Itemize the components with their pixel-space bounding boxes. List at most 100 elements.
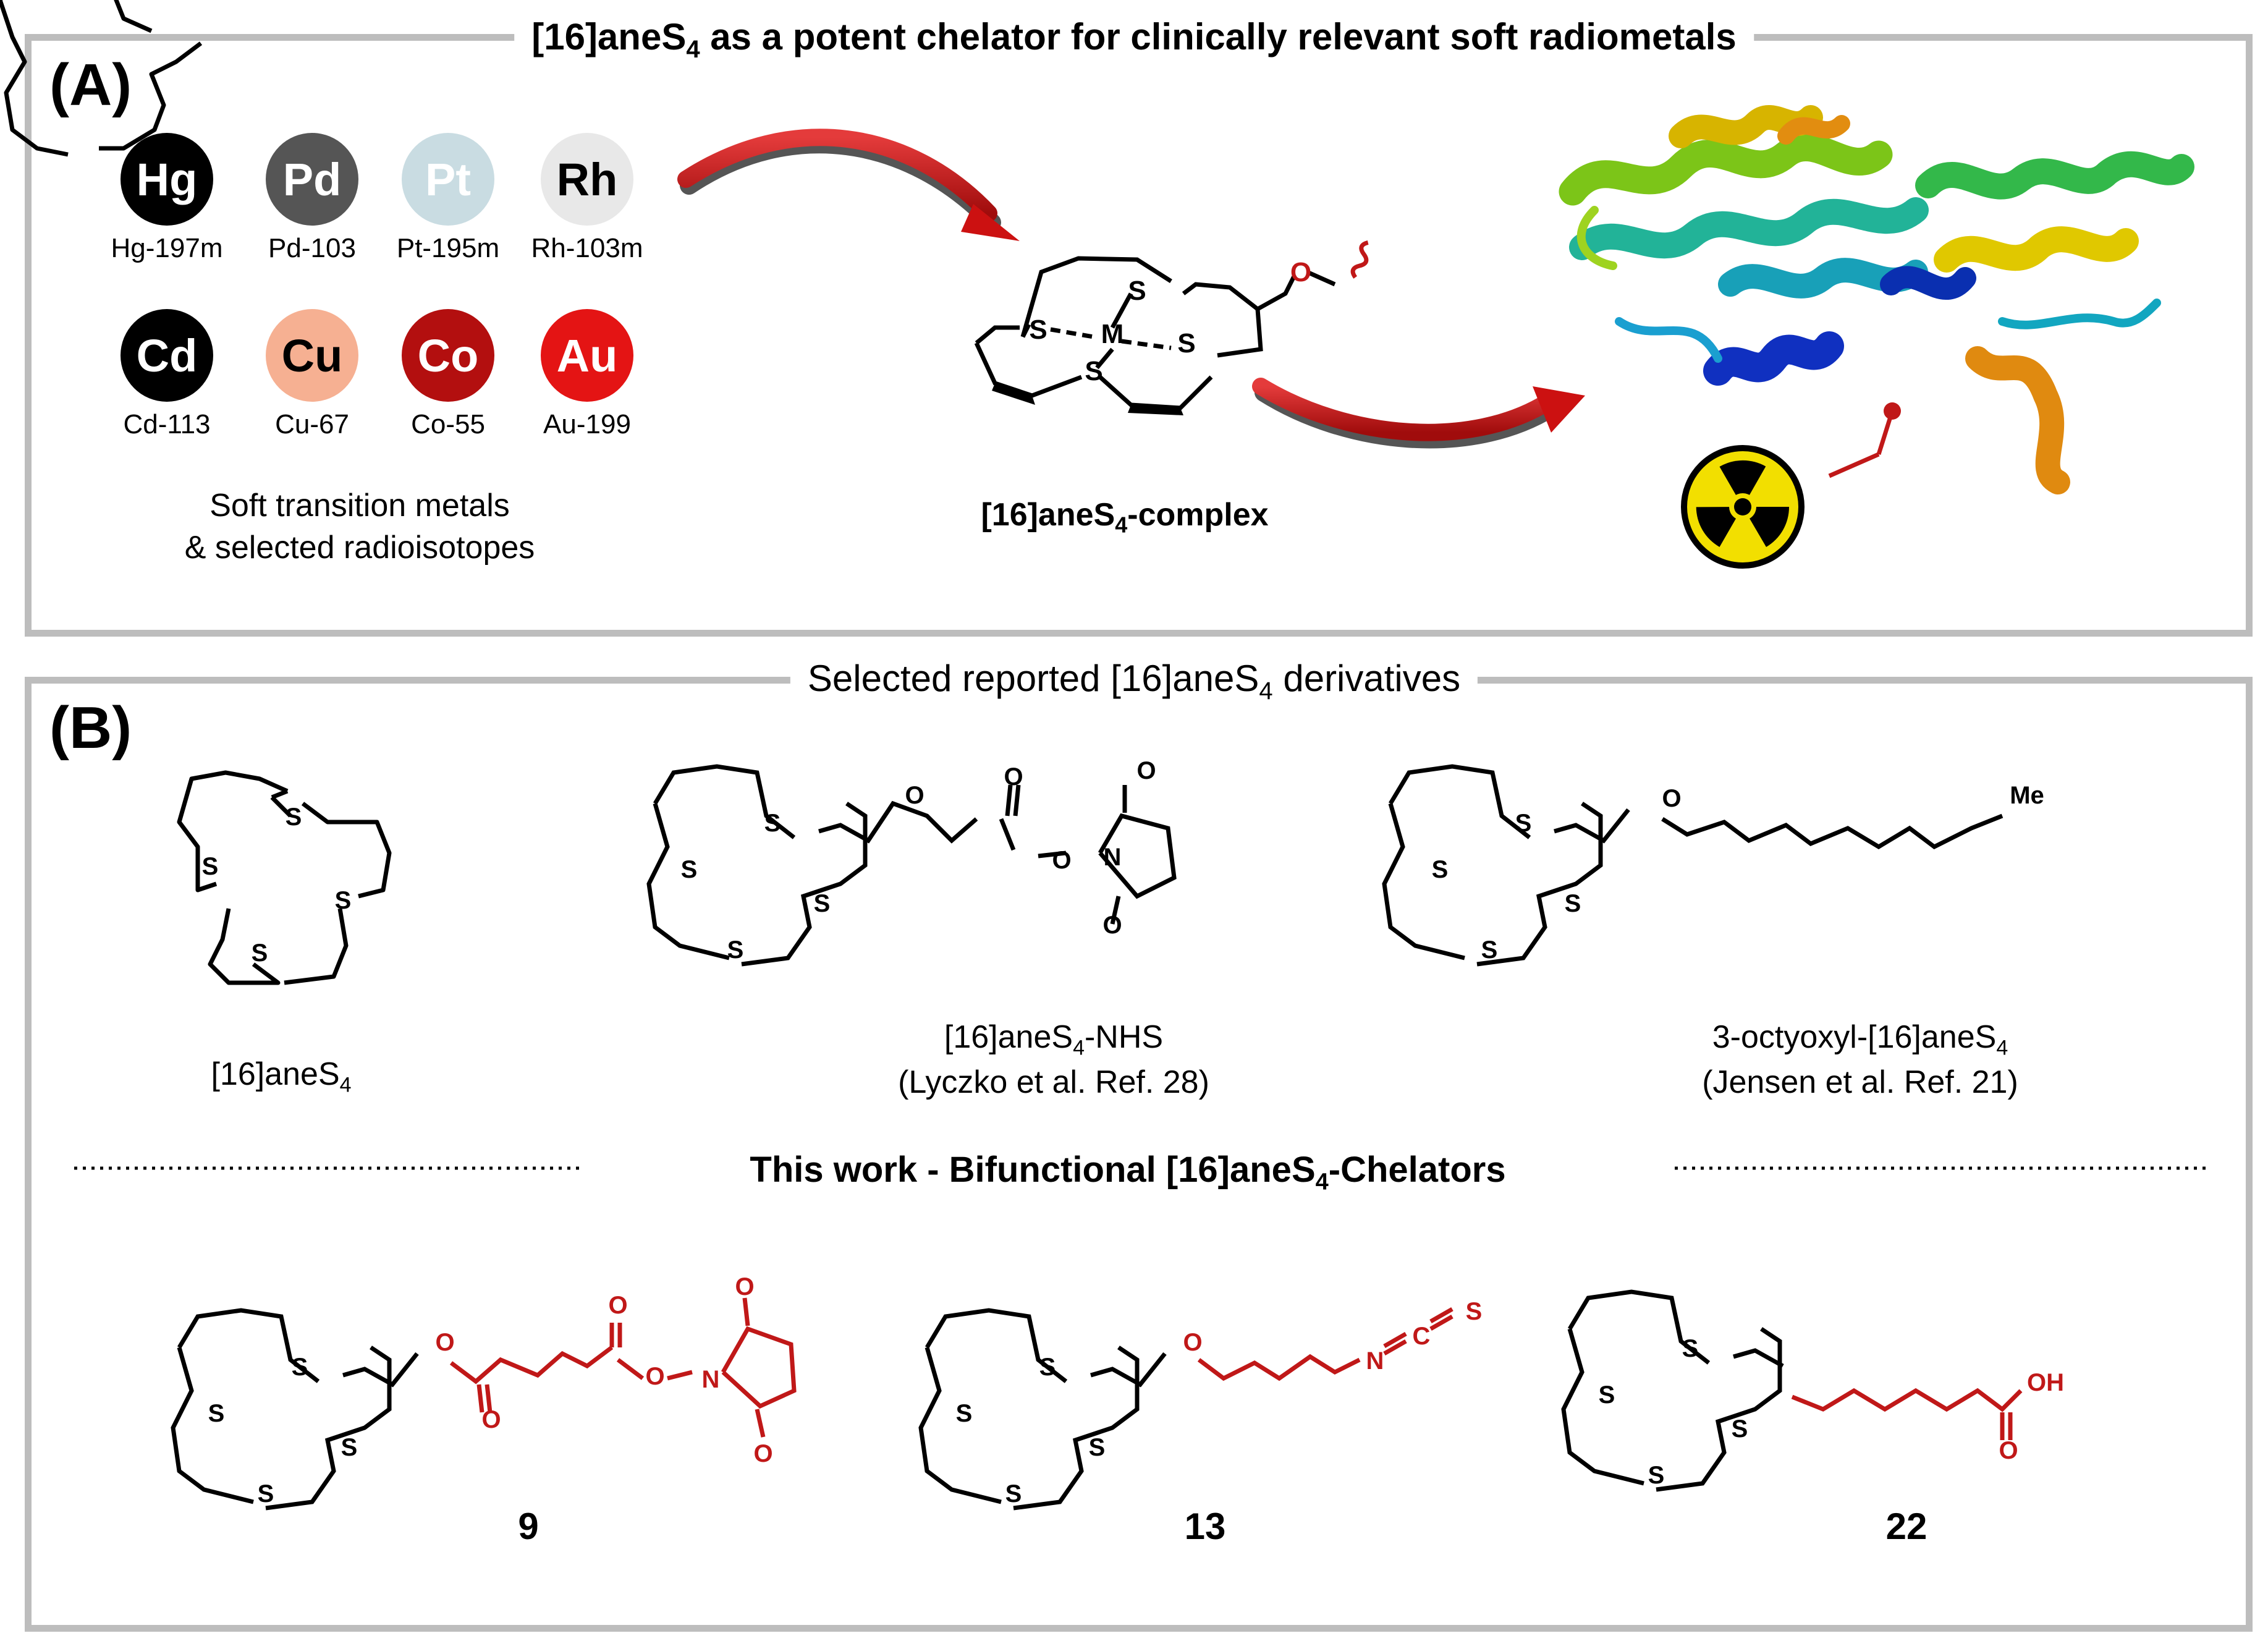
ring-compound-13: [918, 1308, 1167, 1511]
linker-compound-13: [1197, 1307, 1453, 1381]
svg-text:S: S: [764, 810, 781, 837]
ring-compound-3: [1382, 764, 2004, 967]
svg-text:O: O: [1004, 763, 1023, 791]
svg-text:S: S: [335, 887, 352, 914]
svg-text:S: S: [1085, 356, 1102, 386]
svg-text:S: S: [292, 1354, 308, 1381]
compound-3-name: 3-octyoxyl-[16]aneS4 (Jensen et al. Ref.…: [1702, 1019, 2018, 1100]
compound-9-linker-atoms: O O O O N O O: [435, 1273, 772, 1467]
svg-text:S: S: [252, 939, 268, 967]
complex-structure: [974, 256, 1336, 415]
complex-atom-labels: S M S S S O: [1029, 257, 1311, 386]
svg-text:O: O: [1662, 785, 1681, 812]
svg-text:S: S: [1005, 1480, 1022, 1507]
svg-text:O: O: [1052, 847, 1071, 874]
panel-a-label: (A): [49, 52, 132, 118]
svg-text:O: O: [1183, 1329, 1202, 1356]
svg-text:S: S: [286, 804, 302, 831]
complex-caption: [16]aneS4-complex: [981, 497, 1269, 538]
svg-text:S: S: [1648, 1462, 1665, 1489]
curved-arrow-2: [1252, 378, 1585, 449]
svg-text:O: O: [608, 1292, 627, 1319]
svg-text:OH: OH: [2027, 1369, 2064, 1396]
compound-number-9: 9: [518, 1506, 539, 1547]
ring-compound-2: [646, 764, 1177, 967]
svg-text:O: O: [905, 782, 924, 809]
ring-compound-22: [1561, 1289, 1784, 1492]
compound-13-linker-atoms: O N C S: [1183, 1298, 1482, 1375]
svg-text:O: O: [435, 1329, 454, 1356]
metal-symbol: Cd: [121, 309, 213, 402]
compound-number-22: 22: [1885, 1506, 1927, 1547]
compound-1-atoms: S S S S: [202, 804, 352, 967]
svg-text:S: S: [1039, 1354, 1056, 1381]
svg-text:O: O: [481, 1406, 501, 1433]
metal-isotope: Hg-197m: [111, 233, 223, 263]
metal-symbol: Pt: [402, 133, 494, 226]
metal-isotope: Pd-103: [268, 233, 356, 263]
svg-text:O: O: [1102, 912, 1122, 939]
compound-13-atoms: S S S S: [956, 1354, 1106, 1507]
compound-2-name: [16]aneS4-NHS (Lyczko et al. Ref. 28): [898, 1019, 1209, 1100]
panel-a-graphics: S M S S S O: [677, 105, 2194, 569]
svg-text:N: N: [702, 1366, 720, 1393]
svg-text:S: S: [202, 853, 219, 880]
svg-text:O: O: [1136, 757, 1156, 784]
compound-2-atoms: S S S S O O O N O O: [681, 757, 1156, 964]
metal-isotope: Cd-113: [123, 409, 211, 439]
metal-symbol: Au: [541, 309, 633, 402]
svg-text:S: S: [956, 1400, 973, 1427]
svg-text:S: S: [258, 1480, 274, 1507]
svg-text:S: S: [1029, 315, 1047, 345]
metal-isotope: Rh-103m: [531, 233, 643, 263]
metal-symbol: Rh: [541, 133, 633, 226]
svg-text:S: S: [1682, 1335, 1699, 1362]
this-work-heading: This work - Bifunctional [16]aneS4-Chela…: [750, 1150, 1506, 1195]
metal-isotope: Co-55: [411, 409, 485, 439]
svg-text:M: M: [1101, 319, 1124, 349]
svg-text:S: S: [727, 936, 744, 964]
panel-b-title: Selected reported [16]aneS4 derivatives: [790, 660, 1478, 703]
svg-text:S: S: [1177, 328, 1195, 358]
svg-text:S: S: [1481, 936, 1498, 964]
svg-text:S: S: [814, 890, 831, 917]
svg-text:Me: Me: [2010, 782, 2044, 809]
panel-a-title: [16]aneS4 as a potent chelator for clini…: [514, 19, 1754, 62]
svg-text:O: O: [1999, 1437, 2018, 1464]
ring-compound-9: [171, 1308, 419, 1511]
svg-text:S: S: [1128, 276, 1146, 306]
svg-text:S: S: [1432, 856, 1449, 883]
compound-22-linker-atoms: OH O: [1999, 1369, 2064, 1464]
svg-text:N: N: [1366, 1347, 1384, 1375]
metal-symbol: Pd: [266, 133, 358, 226]
svg-text:S: S: [1565, 890, 1581, 917]
metals-caption: Soft transition metals & selected radioi…: [184, 488, 535, 566]
svg-text:O: O: [753, 1440, 772, 1467]
metal-symbol: Co: [402, 309, 494, 402]
metal-isotope: Pt-195m: [396, 233, 500, 263]
svg-text:O: O: [735, 1273, 754, 1300]
linker-compound-22: [1791, 1388, 2023, 1440]
compound-9-atoms: S S S S: [208, 1354, 358, 1507]
protein-structure: [1559, 105, 2194, 494]
svg-text:S: S: [341, 1434, 358, 1461]
metal-symbol: Cu: [266, 309, 358, 402]
compound-22-atoms: S S S S: [1599, 1335, 1748, 1489]
svg-text:S: S: [1732, 1415, 1748, 1443]
panel-b-label: (B): [49, 695, 132, 761]
metal-isotope: Au-199: [543, 409, 631, 439]
linker-compound-9: [449, 1297, 797, 1438]
svg-text:O: O: [645, 1363, 664, 1390]
svg-text:N: N: [1104, 844, 1122, 871]
svg-text:O: O: [1290, 257, 1311, 287]
radiation-icon: [1681, 402, 1901, 569]
svg-text:S: S: [1089, 1434, 1106, 1461]
svg-text:S: S: [1515, 810, 1532, 837]
compound-3-atoms: S S S S O Me: [1432, 782, 2044, 964]
